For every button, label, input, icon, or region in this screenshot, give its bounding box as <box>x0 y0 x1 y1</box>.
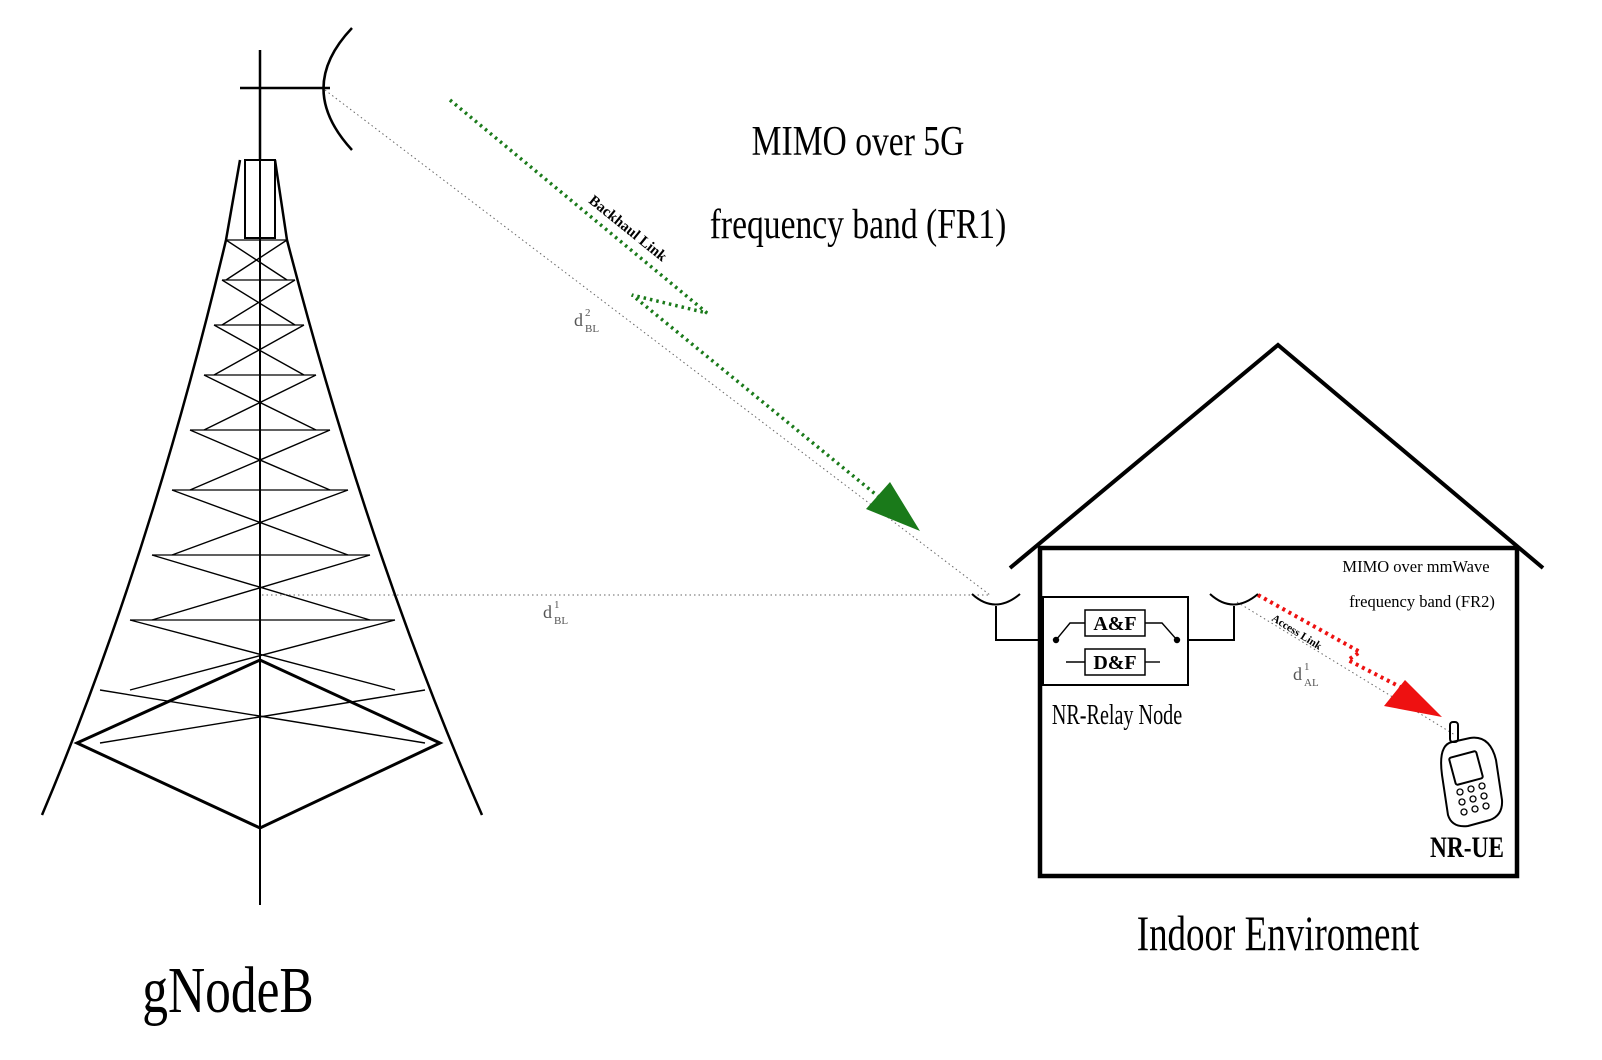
relay-node-box <box>1042 596 1189 686</box>
af-label: A&F <box>1093 613 1136 635</box>
distance-label-d2-bl: d 2 BL <box>574 307 599 335</box>
mmwave-line2: frequency band (FR2) <box>1349 592 1495 611</box>
access-arrowhead-icon <box>1384 680 1442 717</box>
backhaul-title-line2: frequency band (FR1) <box>710 202 1007 248</box>
gnodeb-tower-icon <box>40 27 484 905</box>
df-block: D&F <box>1084 648 1146 676</box>
distance-label-d1-al: d 1 AL <box>1293 661 1319 689</box>
backhaul-path-d2 <box>324 89 991 596</box>
df-label: D&F <box>1093 652 1136 674</box>
mmwave-line1: MIMO over mmWave <box>1342 557 1489 576</box>
relay-node-label: NR-Relay Node <box>1052 700 1182 731</box>
backhaul-link-arrow <box>448 98 887 504</box>
svg-text:AL: AL <box>1304 677 1319 689</box>
relay-transmit-antenna-icon <box>1188 593 1259 641</box>
house-icon <box>1008 342 1545 879</box>
distance-label-d1-bl: d 1 BL <box>543 599 568 627</box>
backhaul-title-line1: MIMO over 5G <box>752 119 965 165</box>
svg-text:1: 1 <box>554 599 560 611</box>
svg-text:1: 1 <box>1304 661 1310 673</box>
access-link-arrow <box>1257 593 1411 694</box>
svg-text:BL: BL <box>585 323 599 335</box>
svg-text:BL: BL <box>554 615 568 627</box>
svg-text:d: d <box>1293 664 1302 684</box>
access-link-label: Access Link <box>1269 612 1324 653</box>
backhaul-link-label: Backhaul Link <box>585 193 670 266</box>
tower-label: gNodeB <box>142 953 314 1027</box>
svg-text:d: d <box>543 602 552 622</box>
indoor-environment-label: Indoor Enviroment <box>1137 906 1419 962</box>
access-path-dal <box>1236 601 1456 736</box>
backhaul-arrowhead-icon <box>866 482 920 531</box>
svg-text:2: 2 <box>585 307 591 319</box>
svg-text:d: d <box>574 310 583 330</box>
ue-label: NR-UE <box>1430 830 1504 863</box>
af-block: A&F <box>1084 609 1146 637</box>
mobile-phone-icon <box>1440 721 1504 828</box>
relay-receive-antenna-icon <box>971 593 1043 641</box>
